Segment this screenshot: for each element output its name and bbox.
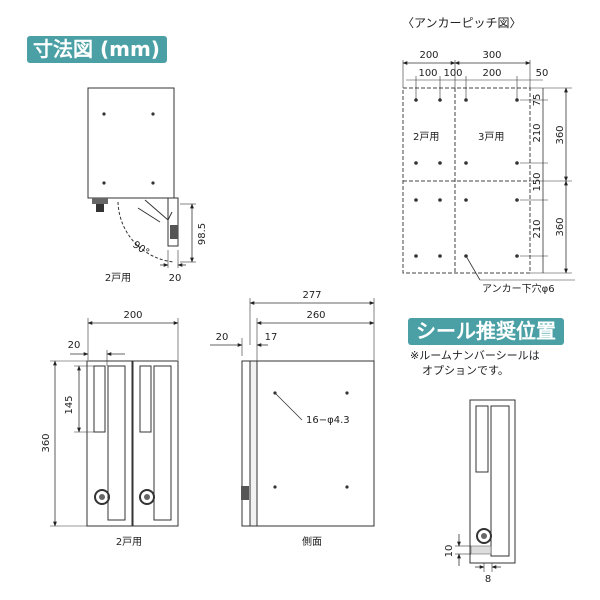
seal-position-view: 10 8 xyxy=(444,399,516,585)
room-number-seal xyxy=(470,545,492,555)
seal-note-line1: ※ルームナンバーシールは xyxy=(410,349,540,362)
front-height-360: 360 xyxy=(41,433,52,452)
anchor-title: 〈アンカーピッチ図〉 xyxy=(402,16,522,30)
anchor-label-2: 2戸用 xyxy=(413,131,439,143)
seal-dim-8: 8 xyxy=(485,574,491,585)
anchor-right-210b: 210 xyxy=(532,219,543,238)
top-view-caption: 2戸用 xyxy=(105,272,131,284)
seal-note-line2: オプションです。 xyxy=(422,364,509,377)
side-dim-20: 20 xyxy=(216,332,229,343)
side-view: 277 260 20 17 16−φ4.3 側面 xyxy=(210,290,375,548)
side-dim-17: 17 xyxy=(265,332,278,343)
front-width-200: 200 xyxy=(123,310,142,321)
side-holes-label: 16−φ4.3 xyxy=(306,415,350,426)
anchor-sub-100b: 100 xyxy=(443,68,462,79)
front-view: 200 20 145 360 2戸用 xyxy=(41,310,179,548)
anchor-outer-360a: 360 xyxy=(555,125,566,144)
anchor-top-200: 200 xyxy=(419,50,438,61)
top-view-angle: 90° xyxy=(130,239,151,258)
top-view-dim-20: 20 xyxy=(169,273,182,284)
anchor-right-150: 150 xyxy=(532,172,543,191)
anchor-outer-360b: 360 xyxy=(555,217,566,236)
anchor-label-3: 3戸用 xyxy=(478,131,504,143)
side-caption: 側面 xyxy=(302,535,322,548)
anchor-right-75: 75 xyxy=(532,94,543,107)
top-view: 90° 98.5 20 2戸用 xyxy=(87,87,208,284)
dimension-title: 寸法図 (mm) xyxy=(27,36,167,63)
front-caption: 2戸用 xyxy=(116,536,142,548)
front-height-145: 145 xyxy=(64,395,75,414)
anchor-sub-200: 200 xyxy=(482,68,501,79)
seal-title: シール推奨位置 xyxy=(408,318,564,345)
anchor-right-210a: 210 xyxy=(532,123,543,142)
front-dim-20: 20 xyxy=(68,340,81,351)
side-dim-277: 277 xyxy=(302,290,321,301)
side-dim-260: 260 xyxy=(306,310,325,321)
anchor-hole-label: アンカー下穴φ6 xyxy=(482,282,555,295)
anchor-pitch-diagram: 200 300 100 100 200 50 75 210 150 210 36… xyxy=(402,50,575,295)
anchor-top-300: 300 xyxy=(482,50,501,61)
anchor-side-50: 50 xyxy=(536,68,549,79)
seal-dim-10: 10 xyxy=(444,545,455,558)
anchor-sub-100a: 100 xyxy=(418,68,437,79)
top-view-dim-985: 98.5 xyxy=(197,223,208,245)
